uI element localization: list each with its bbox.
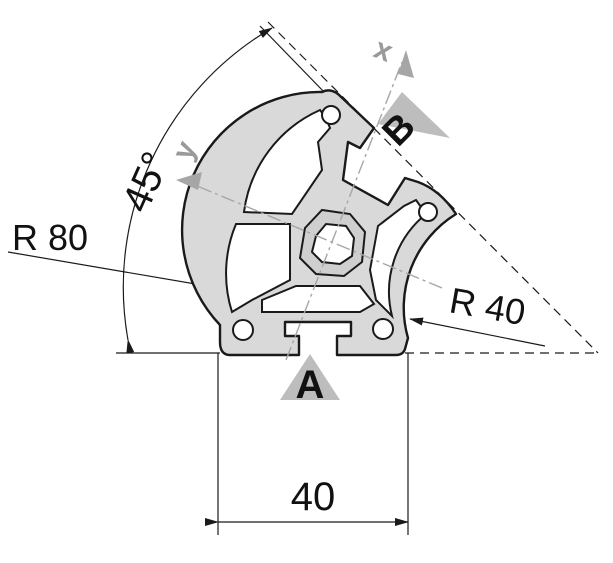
view-a-label: A <box>296 363 325 407</box>
angle-arc <box>122 27 273 354</box>
radius-inner-dimension: R 40 <box>409 280 546 347</box>
y-axis-arrowhead <box>176 172 202 190</box>
screw-channel-bottom-left <box>232 319 254 341</box>
view-a-marker: A <box>280 354 340 407</box>
x-axis-line <box>285 61 403 361</box>
view-b-arrow <box>378 92 450 138</box>
y-axis-line <box>189 182 443 289</box>
angle-extension-line <box>259 25 327 95</box>
radius-inner-label: R 40 <box>447 280 529 334</box>
radial-dashed-line <box>267 21 599 354</box>
profile-cross-section <box>180 89 458 357</box>
view-a-arrow <box>280 354 340 400</box>
radius-outer-leader <box>7 251 220 290</box>
cavity-upper-left <box>242 108 332 216</box>
central-core-bore <box>310 222 356 266</box>
cavity-lower-channel <box>261 285 376 313</box>
width-dimension: 40 <box>205 475 409 526</box>
angle-label: 45° <box>114 145 179 218</box>
cavity-lower-left <box>225 223 291 314</box>
width-label: 40 <box>291 475 336 519</box>
radius-inner-leader <box>409 317 546 347</box>
screw-channel-bottom-right <box>372 318 394 340</box>
screw-channel-right <box>418 202 438 222</box>
axes <box>189 61 443 361</box>
x-axis-arrowhead <box>398 50 414 78</box>
radius-outer-label: R 80 <box>12 217 88 258</box>
screw-channel-top <box>321 105 341 125</box>
x-axis-label: x <box>369 32 397 69</box>
radius-outer-dimension: R 80 <box>7 217 220 290</box>
